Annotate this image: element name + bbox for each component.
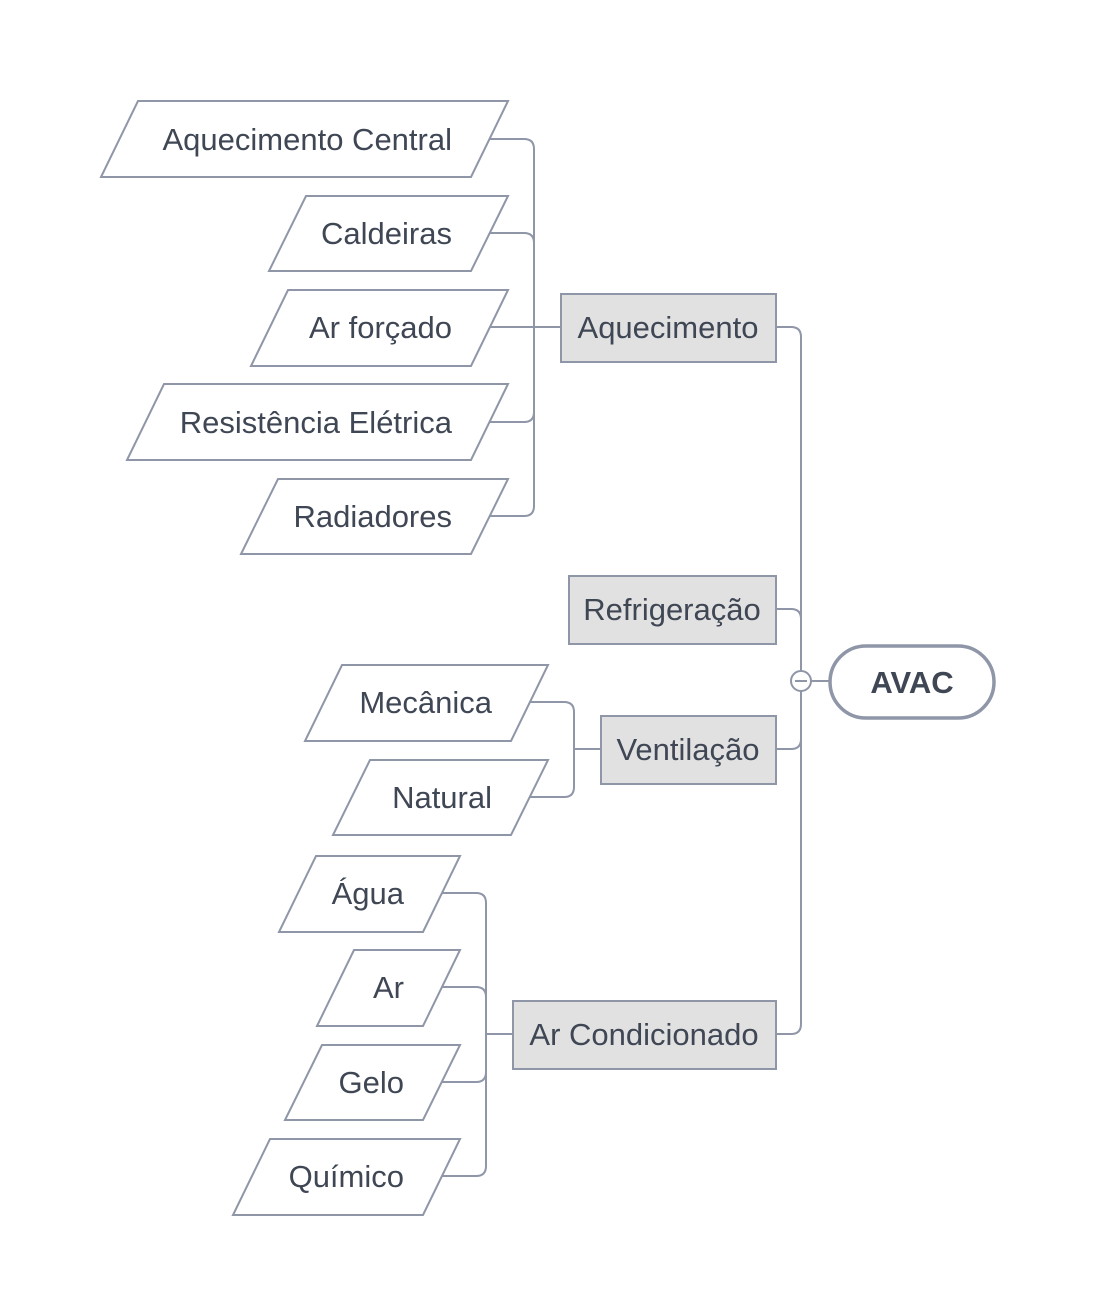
root-node[interactable]: AVAC [828,644,996,720]
connector-root-ventilacao [776,690,802,750]
leaf-label: Aquecimento Central [163,122,453,157]
branch-label: Aquecimento [578,310,759,345]
branch-node-refrigeracao[interactable]: Refrigeração [568,575,777,645]
branch-node-aquecimento[interactable]: Aquecimento [560,293,777,363]
leaf-label: Ar [373,970,404,1005]
collapse-toggle[interactable] [790,670,812,692]
ar-condicionado-connectors [440,892,513,1177]
connector-root-aquecimento [776,326,802,672]
leaf-label: Água [332,876,405,911]
leaf-label: Caldeiras [321,216,452,251]
leaf-node-radiadores[interactable]: Radiadores [239,478,510,555]
leaf-node-gelo[interactable]: Gelo [283,1044,462,1121]
leaf-node-caldeiras[interactable]: Caldeiras [267,195,510,272]
leaf-node-mecanica[interactable]: Mecânica [303,664,550,742]
branch-label: Ventilação [616,732,759,767]
leaf-node-natural[interactable]: Natural [331,759,550,836]
connector-root-ar-condicionado [776,690,802,1035]
leaf-node-quimico[interactable]: Químico [231,1138,462,1216]
aquecimento-connectors [488,138,561,517]
root-connectors [776,326,830,1035]
leaf-node-resistencia-eletrica[interactable]: Resistência Elétrica [125,383,510,461]
ventilacao-connectors [527,701,601,798]
connector-root-refrigeracao [776,608,802,620]
branch-label: Refrigeração [583,592,760,627]
branch-node-ar-condicionado[interactable]: Ar Condicionado [512,1000,777,1070]
leaf-label: Mecânica [359,685,492,720]
leaf-label: Resistência Elétrica [180,405,453,440]
leaf-label: Gelo [339,1065,404,1100]
leaf-node-agua[interactable]: Água [277,855,462,933]
branch-node-ventilacao[interactable]: Ventilação [600,715,777,785]
leaf-node-ar[interactable]: Ar [315,949,462,1027]
leaf-label: Ar forçado [309,310,452,345]
leaf-node-ar-forcado[interactable]: Ar forçado [249,289,510,367]
leaf-label: Natural [392,780,492,815]
leaf-label: Radiadores [293,499,452,534]
root-label: AVAC [870,665,953,700]
leaf-label: Químico [289,1159,404,1194]
leaf-node-aquecimento-central[interactable]: Aquecimento Central [99,100,510,178]
branch-label: Ar Condicionado [529,1017,758,1052]
